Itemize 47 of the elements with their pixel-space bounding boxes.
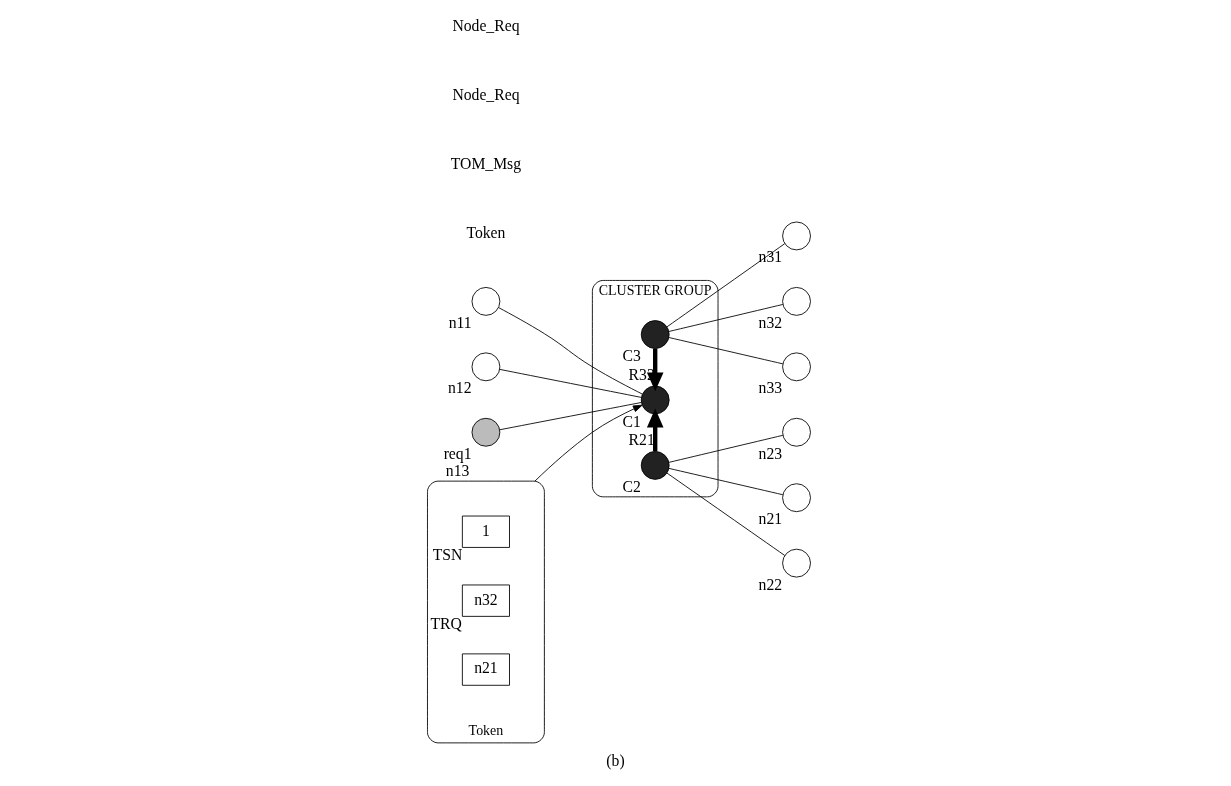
node-circle [782,548,811,578]
node-circle [640,320,670,349]
node-circle [471,287,501,316]
node-label: TRQ [430,614,462,632]
node-label: C2 [622,477,641,495]
node-label: n13 [445,462,470,480]
edge-label: R21 [628,431,655,449]
node-circle [782,221,811,251]
node-label: req1 [443,444,472,462]
node-label: C1 [622,412,641,430]
connector [499,402,642,431]
connector [668,337,784,365]
node-circle [782,417,811,447]
node-label: n12 [447,379,472,397]
node-circle [640,451,670,480]
connector [668,304,784,332]
node-circle [782,483,811,513]
node-circle [782,287,811,316]
node-label: n23 [758,444,783,462]
node-label: n33 [758,379,783,397]
node-label: C3 [622,347,641,365]
node-circle [782,352,811,382]
node-circle [471,417,501,447]
node-label: n21 [758,510,783,528]
node-label: n22 [758,575,783,593]
arrow [534,404,643,482]
arrow [646,348,664,392]
label: Token [466,224,506,242]
connector [668,434,784,463]
node-label: n32 [758,313,783,331]
caption: (b) [606,751,625,769]
arrow [646,408,664,452]
connector [498,307,643,395]
node-label: n11 [448,313,472,331]
label: Node_Req [452,86,520,104]
node-box: n21 [461,653,510,686]
connector [666,472,786,556]
label: Node_Req [452,17,520,35]
label: TOM_Msg [450,155,522,173]
node-label: TSN [432,546,463,563]
node-box: 1 [461,515,510,548]
connector [499,368,642,398]
node-circle [471,352,501,382]
connector [666,243,786,328]
node-circle [640,385,670,415]
node-box: n32 [461,584,510,617]
connector [668,467,784,496]
